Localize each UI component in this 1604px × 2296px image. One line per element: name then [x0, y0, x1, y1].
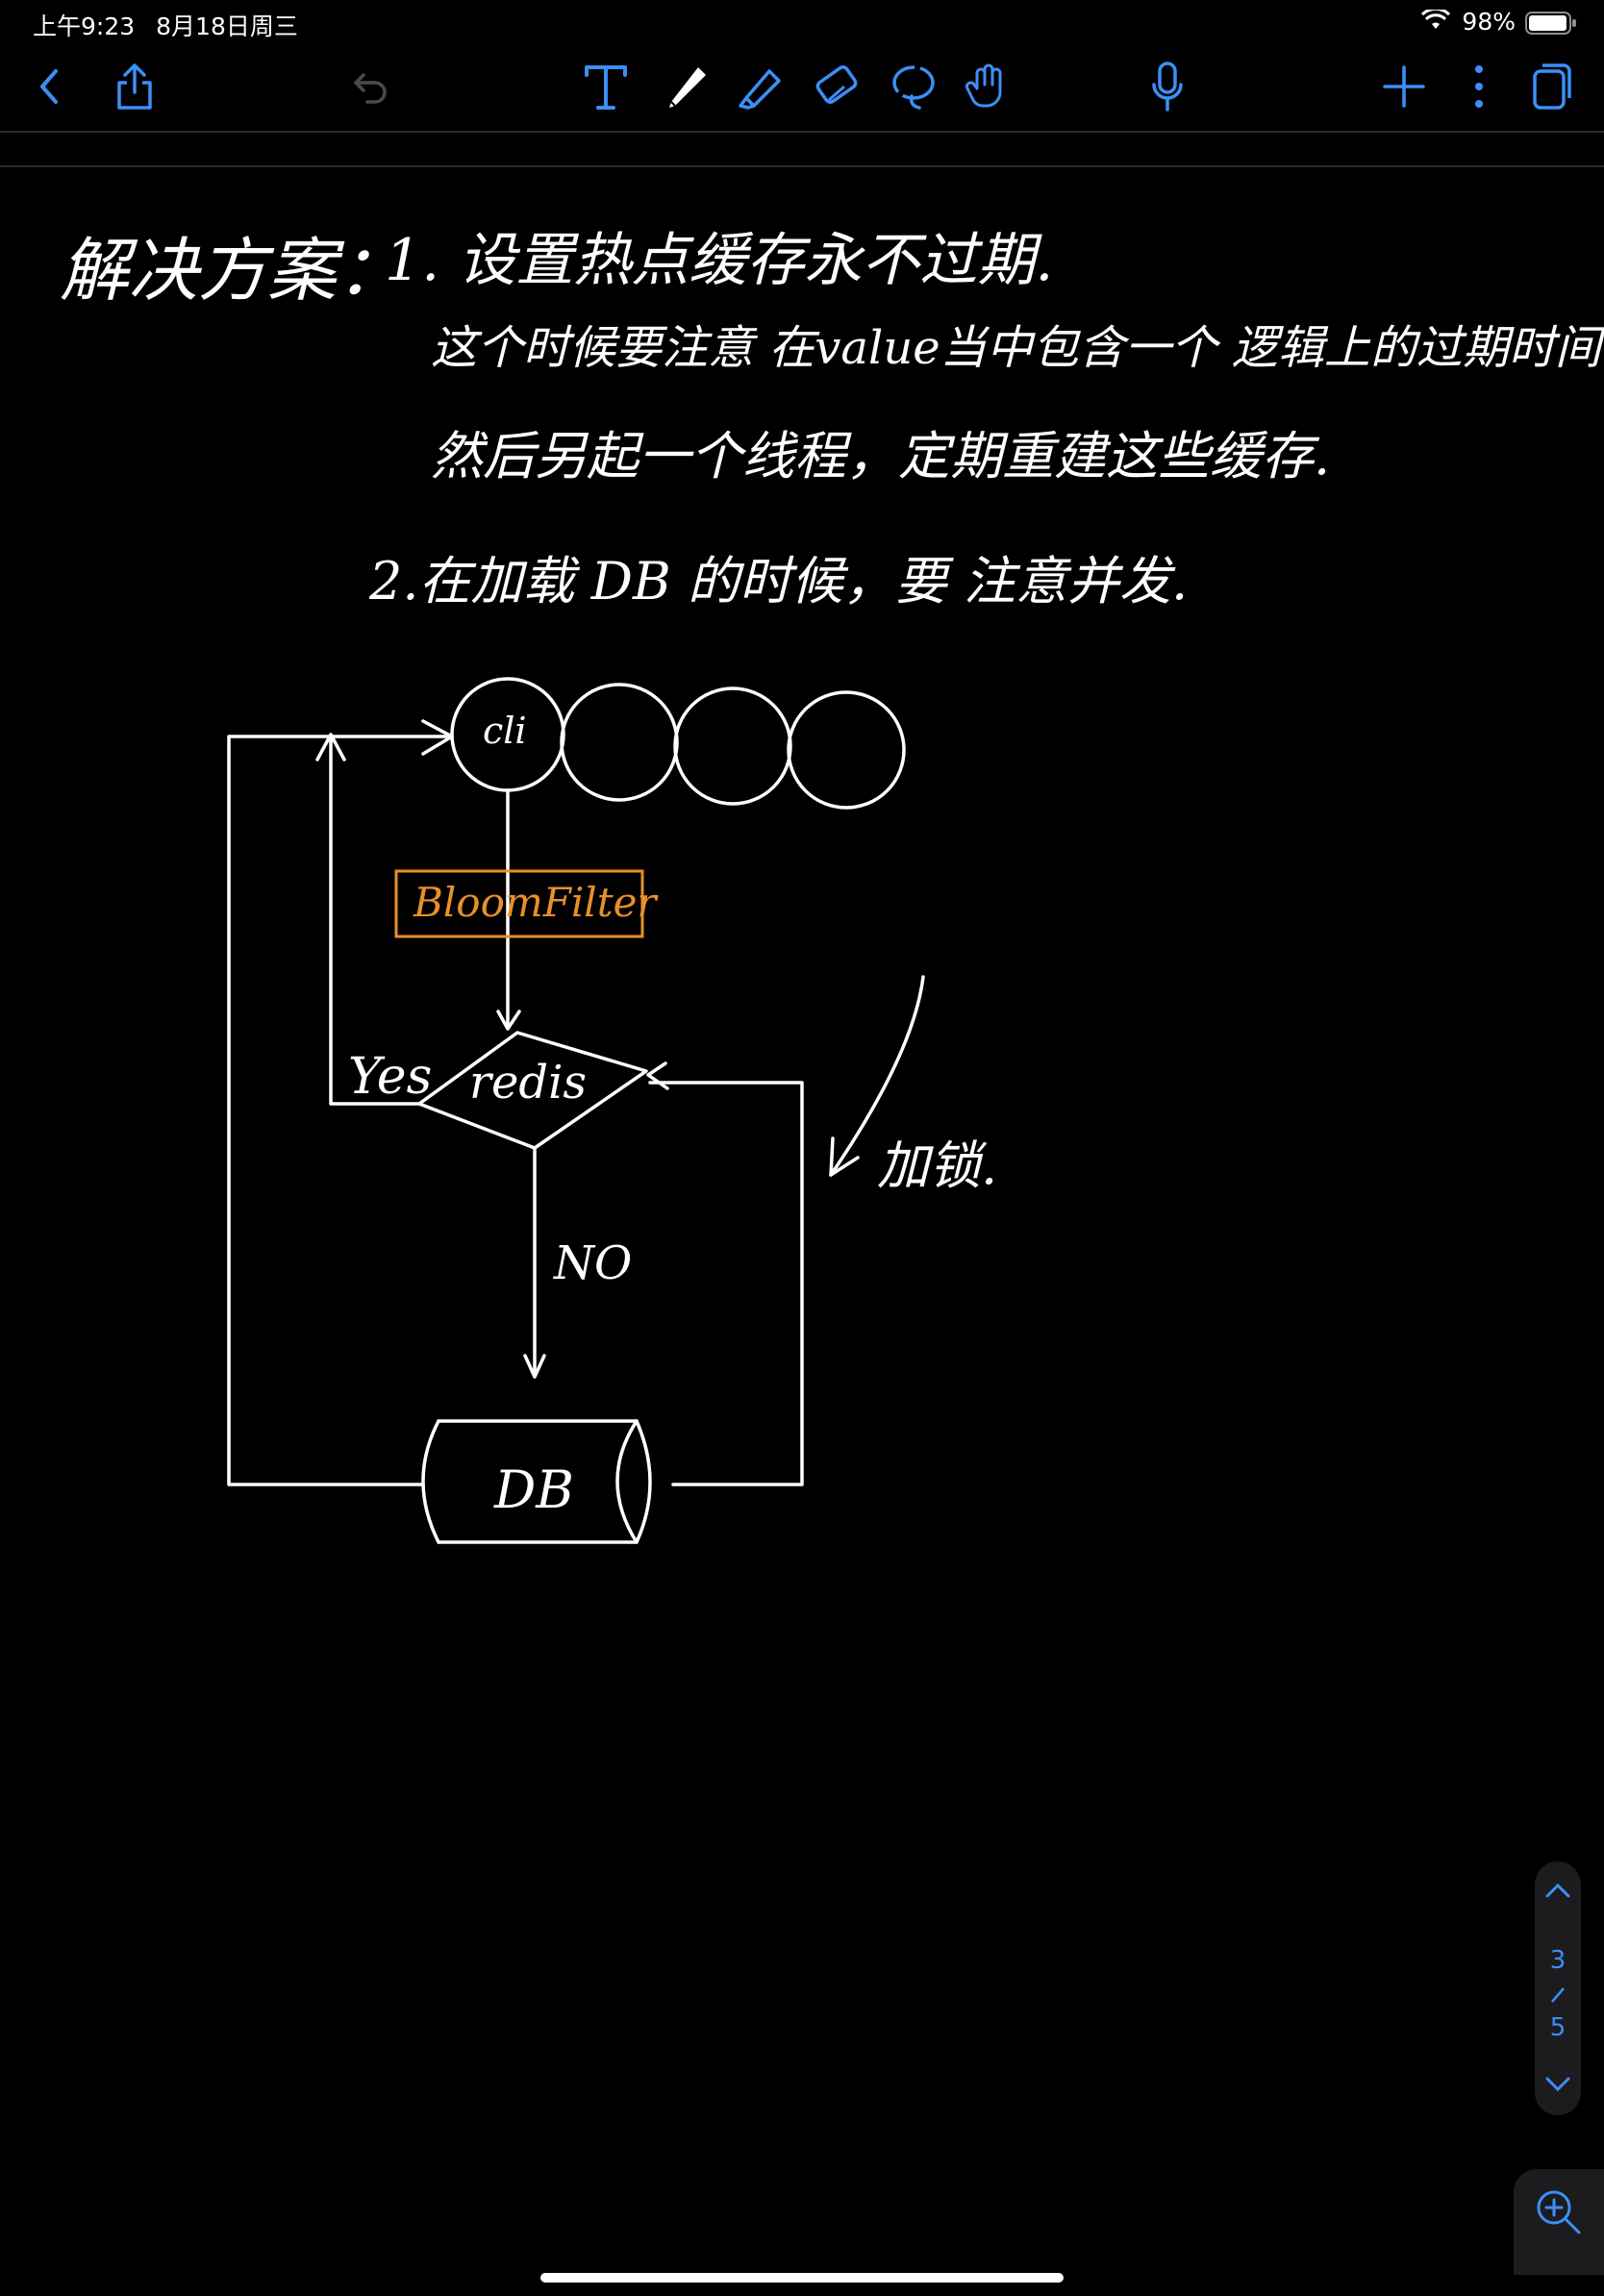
lasso-icon	[892, 65, 935, 110]
lasso-button[interactable]	[887, 60, 940, 113]
queue-circle	[787, 690, 906, 810]
arrow-head	[315, 733, 346, 761]
arrow-head	[646, 1061, 669, 1090]
pen-icon	[669, 67, 706, 108]
pages-button[interactable]	[1525, 60, 1579, 113]
page-down-button[interactable]	[1544, 2075, 1571, 2098]
highlighter-button[interactable]	[735, 60, 789, 113]
highlighter-icon	[739, 69, 781, 110]
microphone-button[interactable]	[1140, 60, 1194, 113]
db-to-redis-line	[648, 1081, 804, 1486]
note-heading: 解决方案：	[60, 230, 407, 311]
toolbar-divider	[0, 131, 1604, 133]
bloomfilter-label: BloomFilter	[414, 879, 657, 926]
add-icon	[1383, 65, 1425, 108]
battery-icon	[1525, 12, 1577, 38]
eraser-icon	[815, 65, 858, 104]
page-top-edge	[0, 165, 1604, 167]
db-label: DB	[494, 1460, 574, 1520]
add-button[interactable]	[1377, 60, 1431, 113]
db-cylinder-right	[615, 1419, 652, 1544]
zoom-in-icon	[1537, 2190, 1581, 2234]
queue-circle	[560, 683, 679, 802]
client-label: cli	[483, 710, 527, 752]
note-line-1: 1. 设置热点缓存永不过期.	[385, 227, 1054, 294]
yes-return-line	[329, 735, 421, 1106]
wifi-icon	[1420, 7, 1451, 35]
lock-arrow-line	[829, 975, 925, 1177]
queue-circle	[673, 686, 792, 806]
arrow-head	[421, 719, 454, 756]
note-line-2: 这个时候要注意 在value当中包含一个 逻辑上的过期时间	[431, 321, 1601, 375]
status-bar-datetime: 上午9:23 8月18日周三	[33, 8, 319, 42]
more-button[interactable]	[1452, 60, 1506, 113]
back-button[interactable]	[23, 60, 77, 113]
battery-percent: 98%	[1462, 8, 1516, 36]
more-icon	[1475, 65, 1483, 108]
page-up-button[interactable]	[1544, 1881, 1571, 1904]
home-indicator[interactable]	[540, 2273, 1064, 2283]
redis-label: redis	[469, 1056, 588, 1110]
zoom-button[interactable]	[1514, 2169, 1604, 2275]
microphone-icon	[1152, 62, 1183, 112]
undo-icon	[354, 73, 387, 104]
status-time: 上午9:23	[33, 12, 136, 40]
lock-label: 加锁.	[877, 1136, 998, 1196]
hand-button[interactable]	[962, 60, 1015, 113]
bloomfilter-box	[394, 869, 644, 938]
eraser-button[interactable]	[810, 60, 864, 113]
chevron-down-icon	[1545, 2077, 1570, 2092]
share-button[interactable]	[108, 60, 162, 113]
chevron-up-icon	[1545, 1883, 1570, 1898]
back-icon	[40, 69, 58, 104]
status-date: 8月18日周三	[156, 12, 298, 40]
arrow-head	[829, 1136, 860, 1177]
hand-icon	[965, 63, 1002, 108]
db-cylinder-left	[421, 1419, 440, 1544]
db-return-line	[227, 735, 452, 1486]
total-pages: 5	[1549, 2013, 1566, 2042]
arrow-head	[523, 1354, 546, 1379]
arrow-head	[496, 1010, 521, 1031]
note-line-4: 2.在加载 DB 的时候，要 注意并发.	[369, 551, 1189, 611]
page-navigator: 3 5	[1535, 1861, 1581, 2115]
page-separator	[1546, 1983, 1569, 2009]
share-icon	[117, 63, 152, 110]
text-tool-icon	[585, 65, 627, 110]
pages-icon	[1533, 63, 1571, 110]
yes-label: Yes	[348, 1048, 433, 1106]
current-page: 3	[1549, 1946, 1566, 1975]
undo-button[interactable]	[344, 60, 398, 113]
db-cylinder-body	[437, 1419, 639, 1544]
note-line-3: 然后另起一个线程，定期重建这些缓存.	[431, 426, 1331, 487]
text-tool-button[interactable]	[579, 60, 633, 113]
no-label: NO	[554, 1236, 633, 1290]
pen-button[interactable]	[660, 60, 714, 113]
